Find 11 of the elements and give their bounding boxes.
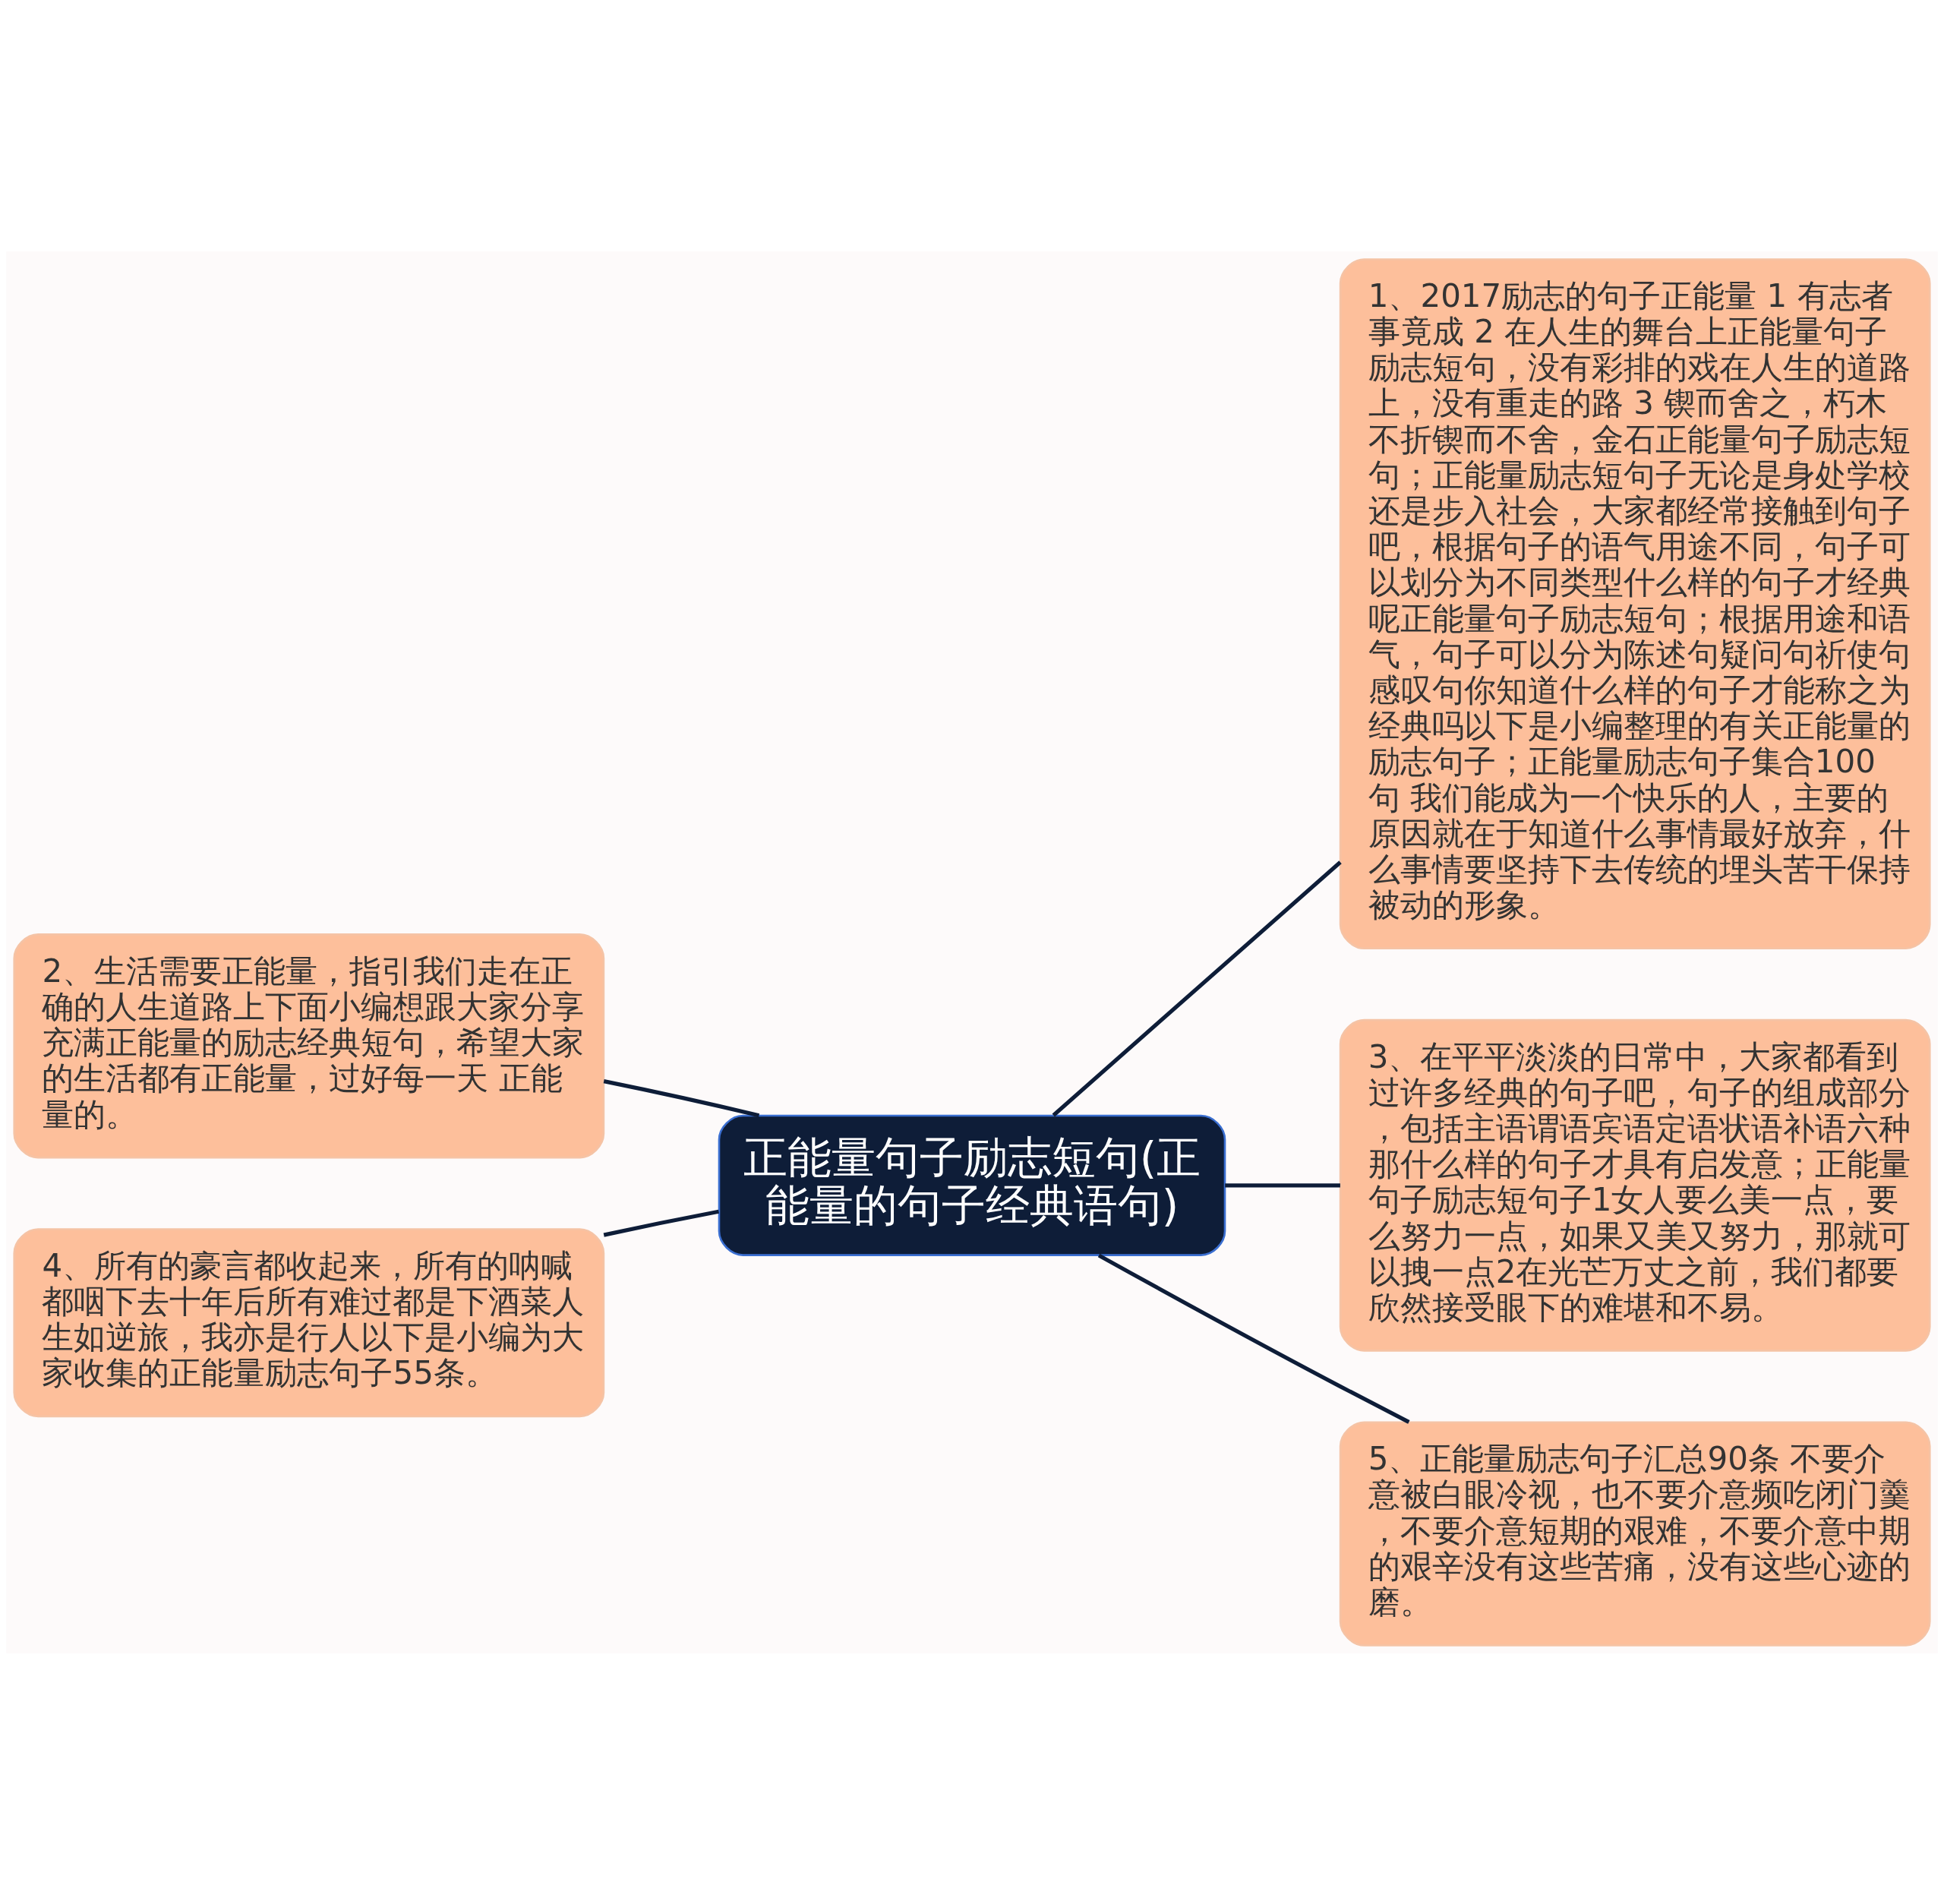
- node-box: 1、2017励志的句子正能量 1 有志者事竟成 2 在人生的舞台上正能量句子励志短句，没有彩排的戏在人生的道路上，没有重走的路 3 锲而舍之，朽木不折锲而不舍，金石正能量句子励志短句；正能量励志短句子无论是身处学校还是步入社会，大家都经常接触到句子吧，根据句子的语气用途不同，句子可以划分为不同类型什么样的句子才经典呢正能量句子励志短句；根据用途和语气，句子可以分为陈述句疑问句祈使句感叹句你知道什么样的句子才能称之为经典吗以下是小编整理的有关正能量的励志句子；正能量励志句子集合100句 我们能成为一个快乐的人，主要的原因就在于知道什么事情最好放弃，什么事情要坚持下去传统的埋头苦干保持被动的形象。: [1339, 257, 1931, 949]
- connector: [1097, 1253, 1410, 1424]
- connector: [603, 1209, 719, 1237]
- node-box: 3、在平平淡淡的日常中，大家都看到过许多经典的句子吧，句子的组成部分，包括主语谓语宾语定语状语补语六种那什么样的句子才具有启发意；正能量句子励志短句子1女人要么美一点，要么努力一点，如果又美又努力，那就可以拽一点2在光芒万丈之前，我们都要欣然接受眼下的难堪和不易。: [1339, 1018, 1931, 1352]
- node-box: 2、生活需要正能量，指引我们走在正确的人生道路上下面小编想跟大家分享充满正能量的励志经典短句，希望大家的生活都有正能量，过好每一天 正能量的。: [13, 933, 605, 1158]
- node-box: 5、正能量励志句子汇总90条 不要介意被白眼冷视，也不要介意频吃闭门羹，不要介意短期的艰难，不要介意中期的艰辛没有这些苦痛，没有这些心迹的磨。: [1339, 1421, 1931, 1647]
- connector: [1052, 860, 1342, 1116]
- connector: [1225, 1183, 1340, 1187]
- connector: [603, 1078, 760, 1117]
- node-box: 正能量句子励志短句(正能量的句子经典语句): [718, 1114, 1226, 1256]
- node-box: 4、所有的豪言都收起来，所有的呐喊都咽下去十年后所有难过都是下酒菜人生如逆旅，我亦是行人以下是小编为大家收集的正能量励志句子55条。: [13, 1227, 605, 1417]
